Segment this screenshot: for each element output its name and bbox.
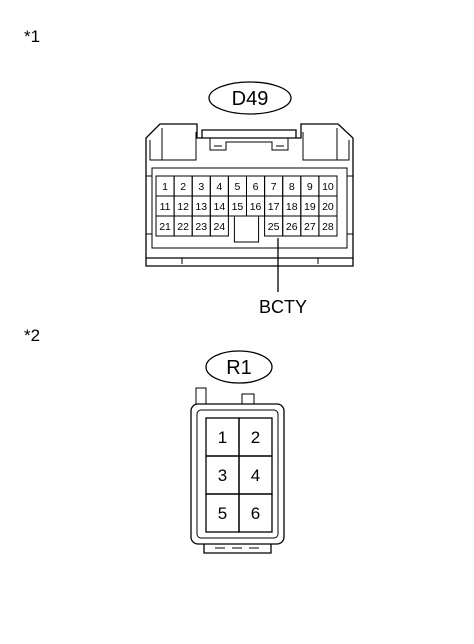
r1-pin-3: 3	[205, 455, 240, 495]
d49-pin-number: 11	[160, 201, 171, 213]
d49-key-notch	[228, 215, 265, 243]
d49-pin-number: 16	[250, 201, 262, 213]
d49-pin-7: 7	[264, 175, 284, 197]
r1-pin-6: 6	[238, 493, 273, 533]
d49-pin-15: 15	[227, 195, 247, 217]
d49-label-badge: D49	[208, 81, 292, 115]
d49-pin-number: 2	[180, 181, 186, 193]
d49-pin-19: 19	[300, 195, 320, 217]
d49-pin-number: 10	[322, 181, 334, 193]
d49-pin-1: 1	[155, 175, 175, 197]
r1-label-badge: R1	[205, 350, 273, 384]
d49-pin-number: 5	[235, 181, 241, 193]
d49-pin-2: 2	[173, 175, 193, 197]
d49-pin-10: 10	[318, 175, 338, 197]
d49-pin-21: 21	[155, 215, 175, 237]
d49-pin-number: 28	[322, 221, 334, 233]
d49-pin-12: 12	[173, 195, 193, 217]
ref-marker-1: *1	[24, 27, 40, 46]
d49-pin-number: 3	[198, 181, 204, 193]
r1-pin-number: 3	[218, 466, 227, 485]
d49-pin-18: 18	[282, 195, 302, 217]
d49-pin-number: 19	[304, 201, 316, 213]
d49-pin-20: 20	[318, 195, 338, 217]
d49-pin-number: 26	[286, 221, 298, 233]
d49-pin-9: 9	[300, 175, 320, 197]
d49-pin-4: 4	[209, 175, 229, 197]
d49-pin-14: 14	[209, 195, 229, 217]
d49-pin-6: 6	[246, 175, 266, 197]
d49-connector-label: D49	[232, 88, 269, 110]
r1-connector-label: R1	[226, 357, 252, 379]
d49-pin-number: 20	[322, 201, 334, 213]
d49-signal-label-bcty: BCTY	[259, 297, 307, 317]
r1-pin-1: 1	[205, 417, 240, 457]
d49-pin-number: 6	[253, 181, 259, 193]
d49-pin-number: 27	[304, 221, 316, 233]
d49-pin-number: 4	[216, 181, 222, 193]
r1-pin-2: 2	[238, 417, 273, 457]
d49-pin-22: 22	[173, 215, 193, 237]
d49-pin-24: 24	[209, 215, 229, 237]
d49-pin-number: 24	[214, 221, 226, 233]
r1-pin-number: 2	[251, 428, 260, 447]
d49-pin-16: 16	[246, 195, 266, 217]
d49-pin-number: 21	[159, 221, 171, 233]
d49-pin-number: 17	[268, 201, 280, 213]
r1-pin-5: 5	[205, 493, 240, 533]
d49-pin-13: 13	[191, 195, 211, 217]
r1-pin-grid: 1 2 3 4 5 6	[205, 417, 273, 533]
d49-pin-28: 28	[318, 215, 338, 237]
d49-connector-housing	[145, 123, 354, 267]
d49-pin-8: 8	[282, 175, 302, 197]
d49-pin-number: 13	[195, 201, 207, 213]
r1-pin-4: 4	[238, 455, 273, 495]
d49-pin-26: 26	[282, 215, 302, 237]
d49-pin-number: 7	[271, 181, 277, 193]
d49-pin-11: 11	[155, 195, 175, 217]
d49-pin-number: 15	[232, 201, 244, 213]
d49-pin-number: 18	[286, 201, 298, 213]
d49-pin-number: 14	[214, 201, 226, 213]
d49-pin-17: 17	[264, 195, 284, 217]
r1-pin-number: 1	[218, 428, 227, 447]
d49-pin-27: 27	[300, 215, 320, 237]
ref-marker-2: *2	[24, 326, 40, 345]
d49-pin-number: 12	[177, 201, 189, 213]
d49-pin-25: 25	[264, 215, 284, 237]
r1-pin-number: 5	[218, 504, 227, 523]
d49-pin-number: 22	[177, 221, 189, 233]
d49-pin-5: 5	[227, 175, 247, 197]
d49-pin-number: 9	[307, 181, 313, 193]
d49-pin-number: 8	[289, 181, 295, 193]
r1-pin-number: 4	[251, 466, 260, 485]
r1-pin-number: 6	[251, 504, 260, 523]
d49-pin-number: 1	[162, 181, 168, 193]
d49-pin-23: 23	[191, 215, 211, 237]
d49-pin-3: 3	[191, 175, 211, 197]
r1-connector-housing	[190, 387, 285, 554]
d49-pin-number: 25	[268, 221, 280, 233]
d49-pin-number: 23	[195, 221, 207, 233]
